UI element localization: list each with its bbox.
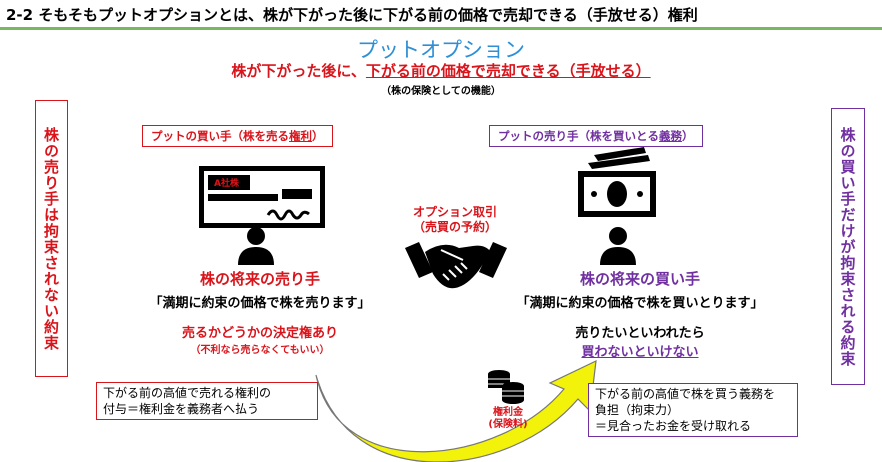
hedge-note: （株の保険としての機能） xyxy=(381,86,501,97)
obligation-note-box: 下がる前の高値で株を買う義務を 負担（拘束力） ＝見合ったお金を受け取れる xyxy=(588,383,798,437)
premium-note-line1: 下がる前の高値で売れる権利の xyxy=(103,386,272,400)
buyer-box-prefix: プットの買い手（株を売る xyxy=(151,129,289,143)
left-vertical-text: 株の売り手は拘束されない約束 xyxy=(42,126,60,351)
option-label-line1: オプション取引 xyxy=(412,205,497,219)
seller-box-suffix: ） xyxy=(682,129,694,143)
check-company-label: A社株 xyxy=(214,177,240,189)
seller-obligation-line1: 売りたいといわれたら xyxy=(575,326,705,341)
buyer-box-suffix: ） xyxy=(312,129,324,143)
obligation-note-line3: ＝見合ったお金を受け取れる xyxy=(595,419,752,433)
check-icon: A社株 xyxy=(199,166,325,228)
person-icon xyxy=(600,227,636,265)
option-label-line2: （売買の予約） xyxy=(412,220,497,234)
buyer-box-emph: 権利 xyxy=(289,129,312,143)
put-buyer-box: プットの買い手（株を売る権利） xyxy=(142,125,333,147)
premium-label-line1: 権利金 xyxy=(493,407,523,418)
seller-role: 株の将来の買い手 xyxy=(579,270,700,288)
handshake-icon xyxy=(405,242,507,289)
seller-quote: 「満期に約束の価格で株を買いとります」 xyxy=(516,296,764,311)
buyer-quote: 「満期に約束の価格で株を売ります」 xyxy=(149,296,371,311)
premium-label: 権利金 (保険料) xyxy=(478,407,538,431)
buyer-right-note: （不利なら売らなくてもいい） xyxy=(190,345,330,356)
sub-heading-part1: 株が下がった後に、 xyxy=(231,62,366,80)
slide-title: 2-2 そもそもプットオプションとは、株が下がった後に下がる前の価格で売却できる… xyxy=(6,6,698,24)
obligation-note-line1: 下がる前の高値で株を買う義務を xyxy=(595,387,776,401)
obligation-note-line2: 負担（拘束力） xyxy=(595,403,680,417)
main-heading: プットオプション xyxy=(357,38,525,62)
coins-icon xyxy=(488,370,524,404)
buyer-role: 株の将来の売り手 xyxy=(199,270,320,288)
person-icon xyxy=(238,227,274,265)
seller-box-emph: 義務 xyxy=(659,129,682,143)
premium-label-line2: (保険料) xyxy=(488,419,528,430)
put-seller-box: プットの売り手（株を買いとる義務） xyxy=(489,125,703,147)
right-vertical-text: 株の買い手だけが拘束される約束 xyxy=(838,126,857,367)
left-vertical-box: 株の売り手は拘束されない約束 xyxy=(35,100,68,377)
seller-box-prefix: プットの売り手（株を買いとる xyxy=(498,129,659,143)
premium-note-box: 下がる前の高値で売れる権利の 付与＝権利金を義務者へ払う xyxy=(96,382,318,420)
cash-icon xyxy=(578,147,656,217)
curved-arrow-icon xyxy=(315,359,597,462)
premium-note-line2: 付与＝権利金を義務者へ払う xyxy=(103,402,260,416)
right-vertical-box: 株の買い手だけが拘束される約束 xyxy=(831,108,865,385)
option-trade-label: オプション取引 （売買の予約） xyxy=(385,205,525,235)
sub-heading-part2: 下がる前の価格で売却できる（手放せる） xyxy=(365,62,651,80)
title-divider xyxy=(0,27,882,30)
sub-heading: 株が下がった後に、下がる前の価格で売却できる（手放せる） xyxy=(0,60,882,81)
buyer-right: 売るかどうかの決定権あり xyxy=(181,326,338,341)
seller-obligation-line2: 買わないといけない xyxy=(581,345,699,360)
